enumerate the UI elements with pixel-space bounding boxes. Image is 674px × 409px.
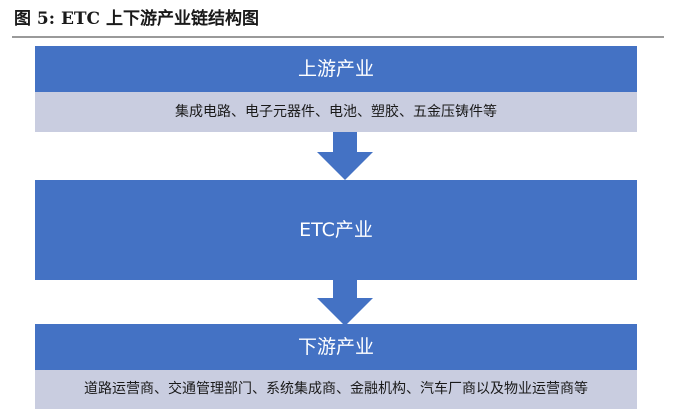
upstream-block: 上游产业 — [35, 46, 637, 92]
downstream-block: 下游产业 — [35, 324, 637, 370]
downstream-detail: 道路运营商、交通管理部门、系统集成商、金融机构、汽车厂商以及物业运营商等 — [35, 370, 637, 409]
title-divider — [12, 36, 664, 38]
arrow-down-icon — [317, 132, 373, 180]
arrow-down-icon — [317, 278, 373, 326]
etc-industry-block: ETC产业 — [35, 180, 637, 280]
upstream-detail: 集成电路、电子元器件、电池、塑胶、五金压铸件等 — [35, 92, 637, 132]
figure-title: 图 5: ETC 上下游产业链结构图 — [14, 9, 259, 29]
